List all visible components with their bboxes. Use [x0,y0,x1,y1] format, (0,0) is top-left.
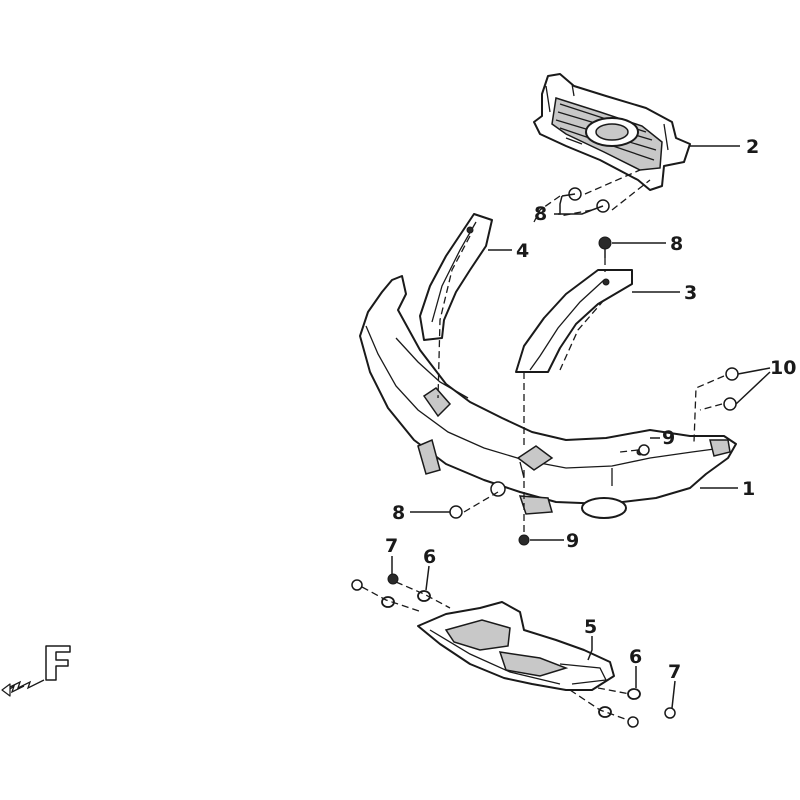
clip-10-a [725,367,739,381]
callout-6-left: 6 [423,546,436,568]
callout-5: 5 [584,616,597,638]
assembly-lines [361,169,725,721]
callout-4: 4 [516,240,529,262]
washer-6-left-b [417,590,431,602]
part-5-under-cover [417,601,615,691]
washer-6-right-a [627,688,641,700]
callout-2: 2 [746,136,759,158]
bolt-7-right-a [664,707,676,719]
bolt-7-left-b [387,573,399,585]
callout-7-left: 7 [385,535,398,557]
bolt-7-left-a [351,579,363,591]
screw-8-upper-b [591,199,610,213]
washer-6-right-b [598,706,612,718]
callout-8-upper: 8 [534,203,547,225]
part-4-left-strip [419,213,493,341]
front-direction-icon: F [1,645,71,697]
bolt-7-right-b [627,716,639,728]
part-3-right-strip [515,269,633,373]
part-2-grille [533,73,691,191]
screw-8-upper-a [561,187,582,201]
nut-9-lower [518,534,530,546]
callout-8-lower: 8 [392,502,405,524]
callout-6-right: 6 [629,646,642,668]
bolt-8-right-strip [598,236,612,258]
callout-9-upper: 9 [662,427,675,449]
callout-1: 1 [742,478,755,500]
callout-leaders [391,145,771,709]
bolt-8-lower [449,505,463,519]
callout-numbers: 2 8 8 4 3 10 9 1 8 9 7 6 5 6 7 [385,136,796,683]
callout-3: 3 [684,282,697,304]
callout-10: 10 [770,357,796,379]
callout-8-right: 8 [670,233,683,255]
nut-9-upper [638,444,650,456]
clip-10-b [723,397,737,411]
callout-9-lower: 9 [566,530,579,552]
callout-7-right: 7 [668,661,681,683]
